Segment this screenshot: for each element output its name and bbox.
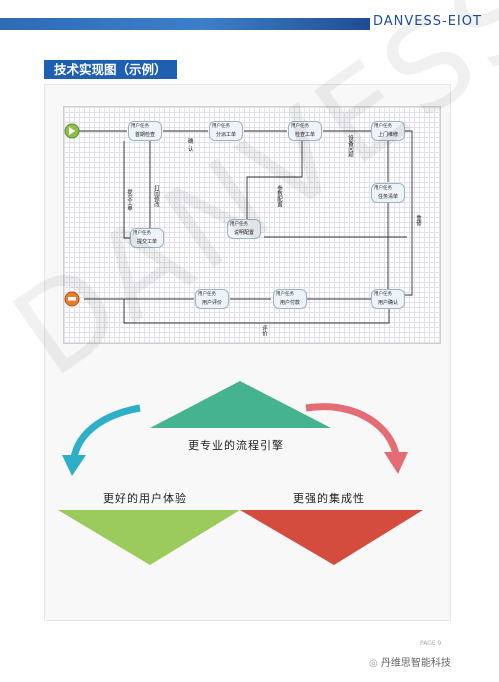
workflow-node: 用户任务 用户确认	[371, 289, 405, 309]
workflow-node: 用户任务 检查工单	[288, 121, 322, 141]
node-header: 用户任务	[374, 124, 392, 129]
node-header: 用户任务	[212, 124, 230, 129]
node-header: 用户任务	[374, 292, 392, 297]
brand-name: DANVESS-EIOT	[373, 14, 482, 29]
node-header: 用户任务	[374, 186, 392, 191]
node-label: 用户评价	[201, 300, 222, 306]
workflow-node: 用户任务 说明配置	[227, 219, 261, 239]
footer-source-text: 丹维思智能科技	[380, 658, 451, 669]
section-title: 技术实现图（示例）	[44, 60, 177, 79]
footer-source: ◎ 丹维思智能科技	[369, 654, 451, 669]
workflow-diagram: 用户任务 首期检查 用户任务 分派工单 用户任务 检查工单 用户任务 上门维修 …	[63, 106, 441, 344]
edge-label: 重修	[415, 215, 421, 226]
start-event-icon	[64, 123, 80, 139]
edge-label: 参数配置	[276, 185, 282, 207]
node-label: 用户付款	[279, 300, 300, 306]
node-header: 用户任务	[276, 292, 294, 297]
wechat-icon: ◎	[369, 658, 378, 669]
workflow-node: 用户任务 任务清单	[371, 183, 405, 203]
slogan-top: 更专业的流程引擎	[188, 439, 284, 452]
edge-label: 设备问题	[347, 135, 353, 157]
node-label: 用户确认	[377, 300, 398, 306]
node-label: 检查工单	[294, 132, 315, 138]
node-label: 任务清单	[377, 194, 398, 200]
header-bar	[0, 18, 370, 30]
node-label: 提交工单	[136, 239, 157, 245]
workflow-node: 用户任务 用户付款	[273, 289, 307, 309]
node-header: 用户任务	[131, 124, 149, 129]
edge-label: 评价	[261, 325, 267, 336]
workflow-node: 用户任务 用户评价	[195, 289, 229, 309]
end-event-icon	[64, 291, 80, 307]
node-label: 首期检查	[134, 132, 155, 138]
page-number: PAGE 9	[420, 640, 442, 647]
workflow-node: 用户任务 首期检查	[128, 121, 162, 141]
slogan-right: 更强的集成性	[293, 492, 365, 505]
edge-label: 打回修改	[153, 185, 159, 207]
node-header: 用户任务	[133, 231, 151, 236]
node-label: 上门维修	[377, 132, 398, 138]
workflow-connectors	[64, 123, 413, 324]
node-header: 用户任务	[291, 124, 309, 129]
workflow-node: 用户任务 上门维修	[371, 121, 405, 141]
workflow-node: 用户任务 提交工单	[130, 228, 164, 248]
workflow-node: 用户任务 分派工单	[209, 121, 243, 141]
node-header: 用户任务	[230, 222, 248, 227]
slogan-left: 更好的用户体验	[103, 492, 187, 505]
node-header: 用户任务	[198, 292, 216, 297]
node-label: 说明配置	[233, 230, 254, 236]
edge-label: 确认	[188, 139, 194, 153]
edge-label: 提交工单	[126, 189, 132, 211]
node-label: 分派工单	[215, 132, 236, 138]
